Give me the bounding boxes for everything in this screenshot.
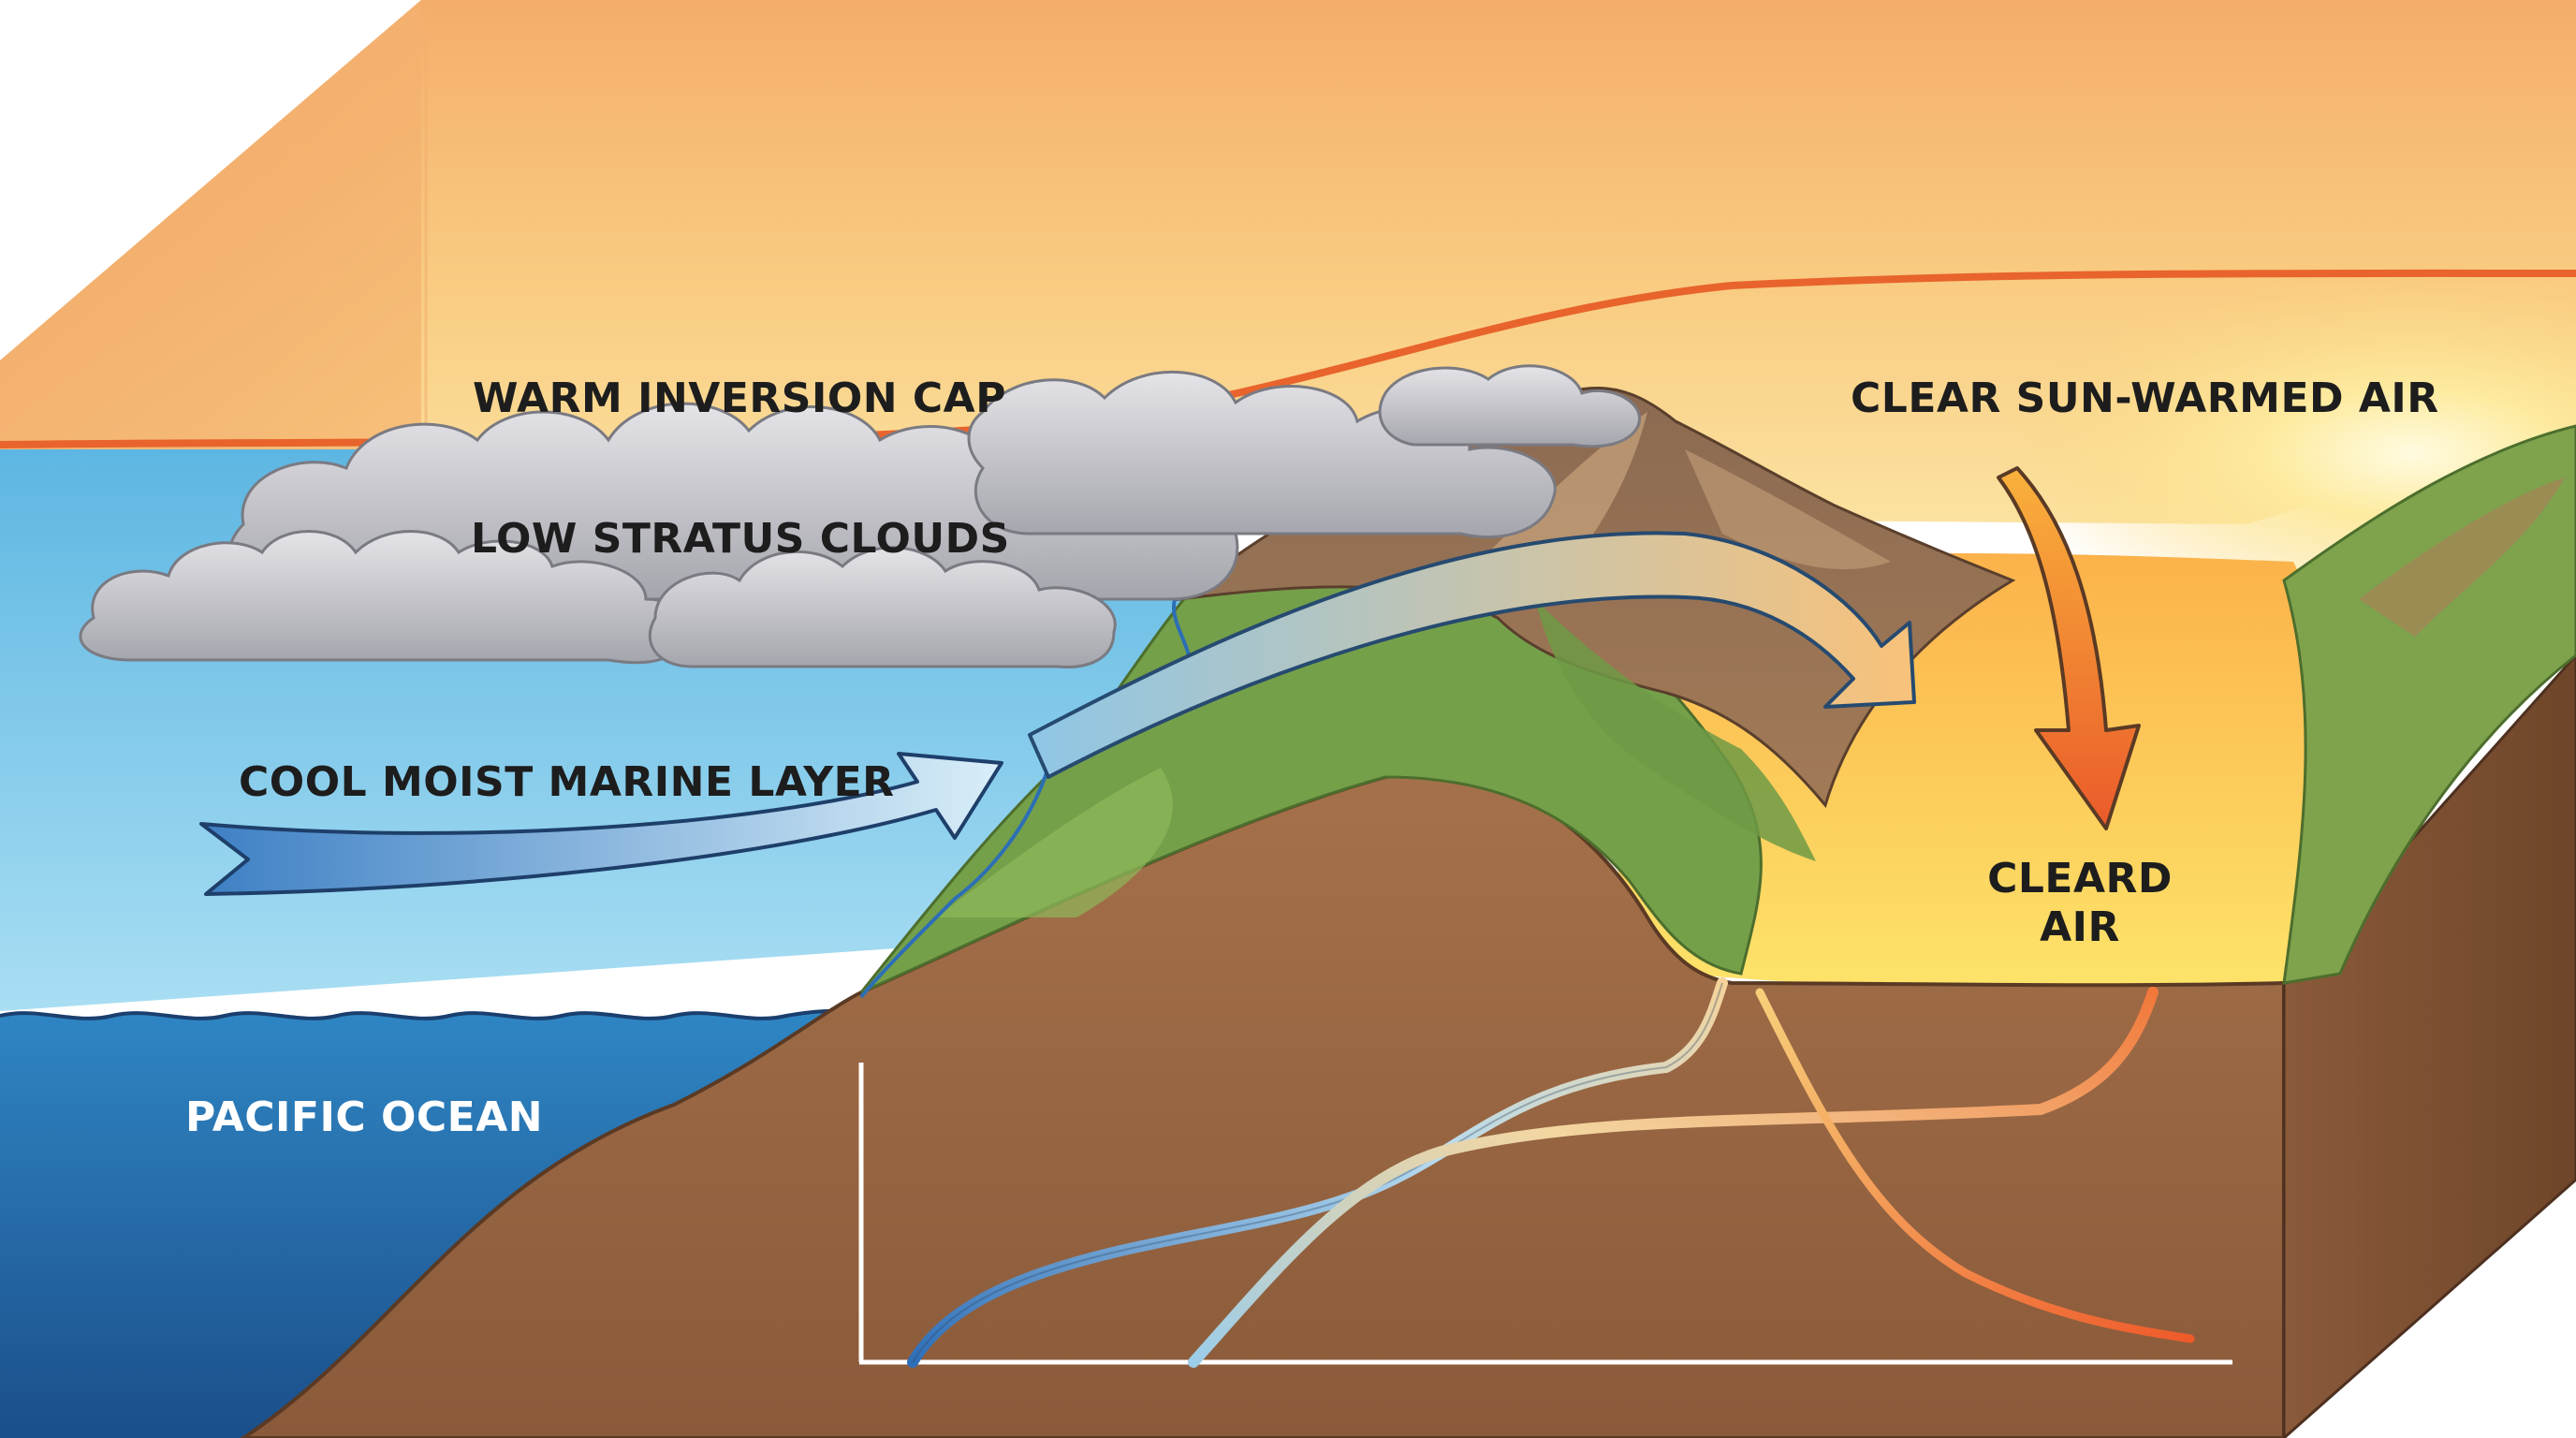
label-cleared-line2: AIR (2040, 903, 2120, 951)
right-ridge (2282, 424, 2576, 985)
coastal-stream (1172, 598, 1191, 656)
profile-graph (858, 977, 2232, 1368)
label-cleared-line1: CLEARD (1987, 855, 2173, 902)
warm-arrow-down-icon (1997, 466, 2141, 830)
label-clear-air: CLEAR SUN-WARMED AIR (1851, 374, 2439, 422)
upslope-flow-arrow-icon (1028, 531, 1916, 779)
label-clouds: LOW STRATUS CLOUDS (471, 515, 1010, 563)
cloud-icon (79, 364, 1642, 669)
label-inversion: WARM INVERSION CAP (473, 374, 1006, 422)
label-marine: COOL MOIST MARINE LAYER (239, 758, 895, 806)
shoreline (859, 767, 1050, 999)
label-ocean: PACIFIC OCEAN (185, 1093, 543, 1141)
cool-flow-arrow-icon (199, 752, 1003, 896)
